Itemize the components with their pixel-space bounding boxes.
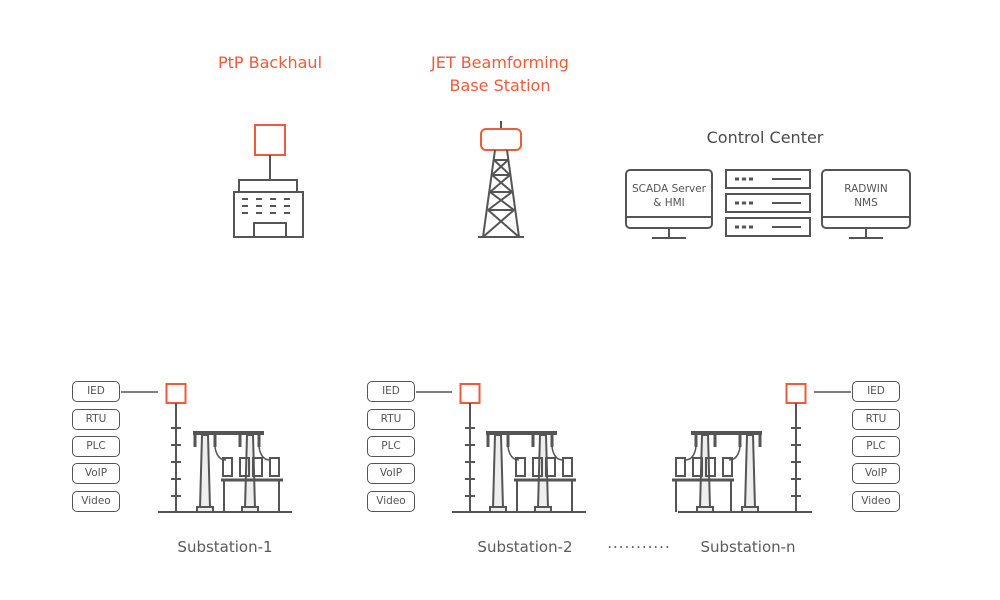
device-rtu: RTU bbox=[852, 409, 900, 430]
device-voip: VoIP bbox=[852, 463, 900, 484]
device-plc: PLC bbox=[72, 436, 120, 457]
nms-label: RADWIN NMS bbox=[822, 182, 910, 210]
ptp-backhaul-label: PtP Backhaul bbox=[217, 53, 323, 72]
substation-structure-icon bbox=[672, 431, 762, 513]
pole-icon bbox=[465, 403, 475, 512]
jet-tower-icon bbox=[478, 121, 524, 238]
ptp-antenna-icon bbox=[165, 383, 187, 404]
device-plc: PLC bbox=[852, 436, 900, 457]
pole-icon bbox=[791, 403, 801, 512]
device-video: Video bbox=[367, 491, 415, 512]
substation-2-label: Substation-2 bbox=[477, 538, 573, 556]
server-stack-icon bbox=[725, 169, 811, 237]
jet-antenna-icon bbox=[480, 128, 522, 151]
ptp-antenna-icon bbox=[254, 124, 286, 156]
device-rtu: RTU bbox=[72, 409, 120, 430]
substation-2-graphic bbox=[416, 383, 586, 513]
scada-label-line2: & HMI bbox=[653, 197, 685, 209]
ptp-antenna-icon bbox=[785, 383, 807, 404]
device-voip: VoIP bbox=[72, 463, 120, 484]
device-voip: VoIP bbox=[367, 463, 415, 484]
device-plc: PLC bbox=[367, 436, 415, 457]
ptp-building-icon bbox=[233, 124, 304, 238]
device-video: Video bbox=[852, 491, 900, 512]
substation-n-graphic bbox=[672, 383, 851, 513]
ellipsis-separator: ........... bbox=[607, 534, 671, 552]
device-rtu: RTU bbox=[367, 409, 415, 430]
ptp-antenna-icon bbox=[459, 383, 481, 404]
substation-n-label: Substation-n bbox=[700, 538, 796, 556]
jet-label-line1: JET Beamforming bbox=[431, 53, 569, 72]
nms-label-line2: NMS bbox=[854, 197, 878, 209]
device-ied: IED bbox=[852, 381, 900, 402]
pole-icon bbox=[171, 403, 181, 512]
jet-label-line2: Base Station bbox=[449, 76, 551, 95]
nms-label-line1: RADWIN bbox=[844, 183, 888, 195]
substation-structure-icon bbox=[486, 431, 576, 513]
scada-label-line1: SCADA Server bbox=[631, 183, 707, 195]
substation-1-label: Substation-1 bbox=[177, 538, 273, 556]
scada-label: SCADA Server & HMI bbox=[626, 182, 712, 210]
nms-monitor-icon bbox=[821, 169, 911, 239]
substation-1-graphic bbox=[121, 383, 292, 513]
device-video: Video bbox=[72, 491, 120, 512]
device-ied: IED bbox=[72, 381, 120, 402]
device-ied: IED bbox=[367, 381, 415, 402]
control-center-label: Control Center bbox=[706, 128, 824, 147]
substation-structure-icon bbox=[193, 431, 283, 513]
scada-monitor-icon bbox=[625, 169, 713, 239]
